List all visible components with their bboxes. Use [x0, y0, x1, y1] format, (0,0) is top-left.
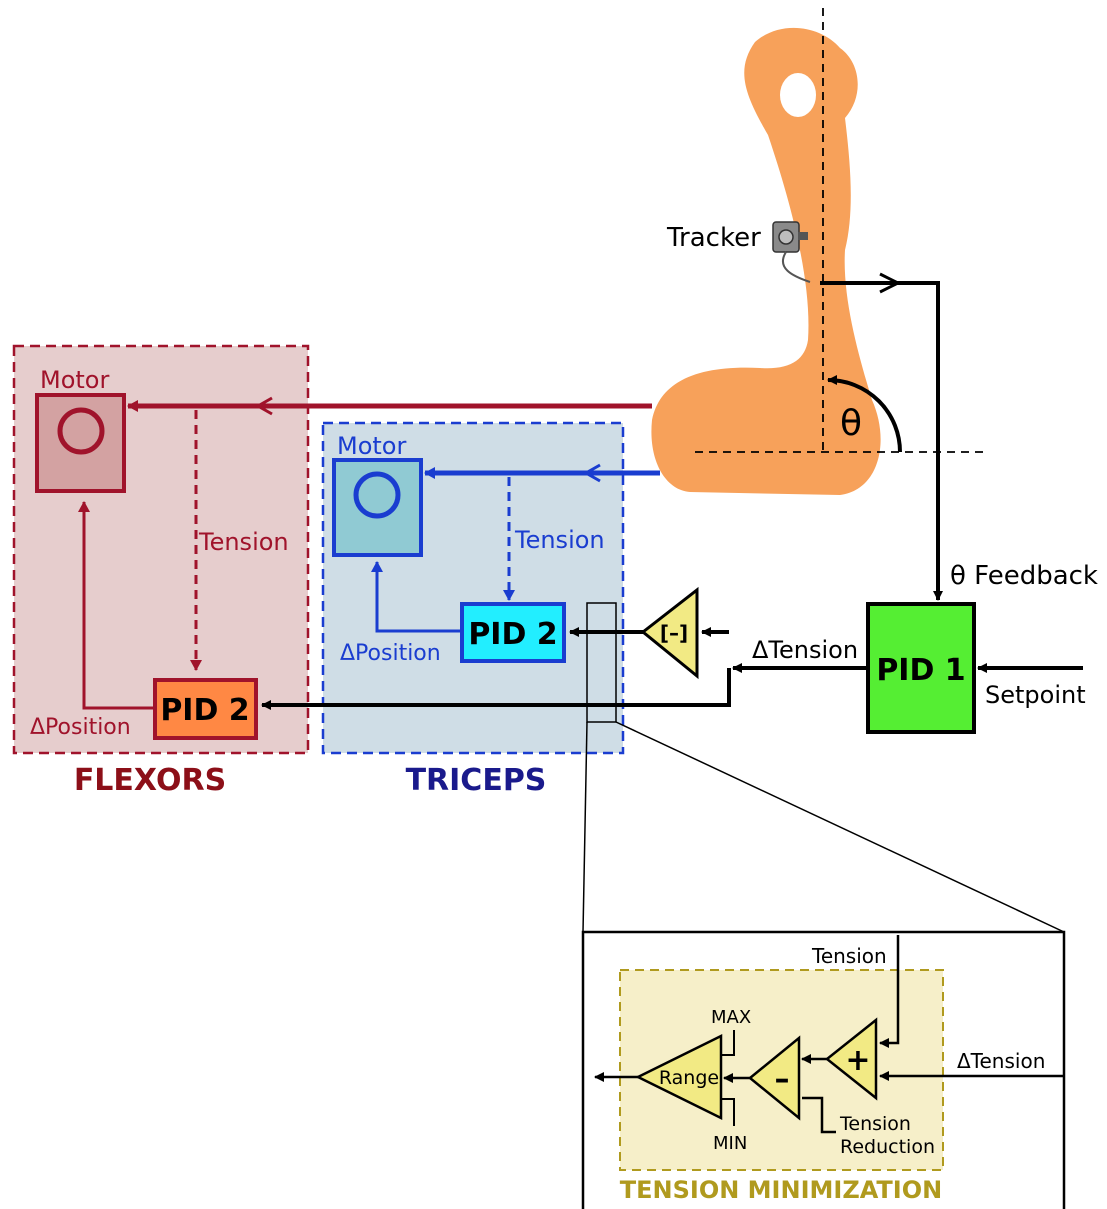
angle-arc [827, 375, 902, 453]
triceps-pid2-block: PID 2 [460, 602, 566, 663]
zoom-min-label: MIN [713, 1133, 747, 1154]
zoom-min-line [722, 1098, 735, 1126]
flexor-position-line [78, 501, 154, 710]
zoom-delta-tension-label: ΔTension [957, 1049, 1045, 1073]
zoom-reduction-line [802, 1096, 836, 1134]
triceps-cable-chevron [582, 463, 601, 483]
zoom-minus-symbol: – [775, 1062, 790, 1097]
pid1-block: PID 1 [866, 602, 976, 734]
flexor-command-line [261, 668, 731, 710]
triceps-position-line [371, 561, 462, 633]
flexor-cable-chevron [254, 396, 273, 416]
angle-symbol: θ [840, 403, 862, 444]
zoom-tension-label: Tension [811, 944, 887, 968]
flexors-region: Motor Tension ΔPosition PID 2 FLEXORS [12, 344, 652, 798]
feedback-label: θ Feedback [950, 561, 1098, 591]
zoom-range-label: Range [659, 1067, 719, 1089]
zoom-plus-symbol: + [845, 1043, 870, 1078]
zoom-title: TENSION MINIMIZATION [620, 1176, 942, 1204]
flexors-title: FLEXORS [74, 763, 226, 798]
triceps-title: TRICEPS [406, 763, 547, 798]
flexor-pid2-block: PID 2 [153, 678, 258, 740]
zoom-max-label: MAX [711, 1007, 751, 1028]
zoom-panel: Tension ΔTension + – Tension Reduction R… [581, 930, 1066, 1209]
triceps-region: Motor Tension ΔPosition PID 2 TRICEPS [321, 421, 660, 798]
zoom-tension-line [879, 935, 900, 1048]
zoom-source-box [586, 602, 617, 723]
triceps-pid2-label: PID 2 [468, 617, 557, 652]
zoom-range-limiter: Range [635, 1033, 723, 1121]
setpoint-label: Setpoint [985, 681, 1086, 709]
flexor-motor [35, 393, 126, 493]
delta-tension-label: ΔTension [752, 636, 858, 664]
feedback-chevron [879, 272, 902, 294]
flexor-position-label: ΔPosition [30, 715, 131, 740]
triceps-motor [332, 458, 423, 557]
zoom-subtract-amplifier: – [748, 1035, 801, 1121]
arm-illustration: θ Tracker [651, 8, 985, 495]
pid1-label: PID 1 [876, 653, 965, 688]
main-controller: θ Feedback PID 1 Setpoint ΔTension [–] [261, 272, 1098, 933]
zoom-reduction-label-1: Tension [839, 1113, 911, 1135]
zoom-reduction-label-2: Reduction [840, 1136, 935, 1158]
tracker-label: Tracker [666, 223, 761, 253]
zoom-guide-left [582, 721, 588, 933]
triceps-position-label: ΔPosition [340, 641, 441, 666]
inverter-symbol: [–] [660, 621, 688, 645]
tracker-sensor [772, 221, 811, 283]
inverter-amplifier: [–] [640, 586, 699, 680]
triceps-tension-label: Tension [514, 526, 605, 554]
zoom-sum-amplifier: + [824, 1017, 878, 1101]
flexor-motor-label: Motor [40, 366, 109, 394]
zoom-guide-right [615, 721, 1065, 933]
feedback-line [820, 281, 943, 601]
flexor-pid2-label: PID 2 [160, 693, 249, 728]
flexor-tension-label: Tension [198, 528, 289, 556]
triceps-motor-label: Motor [337, 432, 406, 460]
zoom-max-line [722, 1030, 735, 1056]
